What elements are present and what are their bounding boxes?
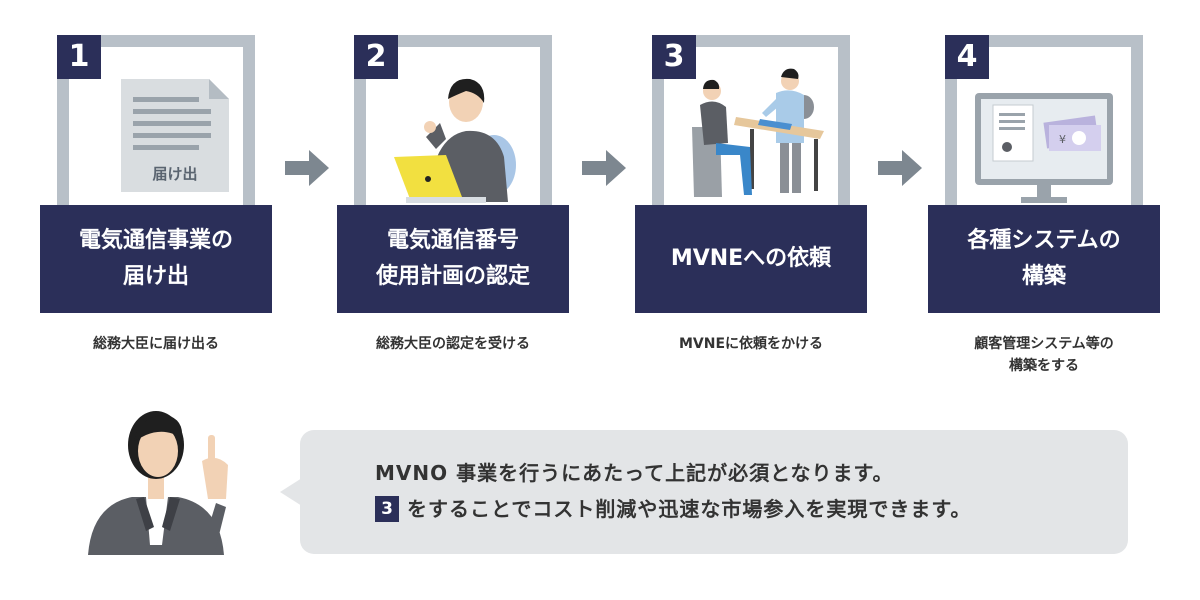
speech-bubble	[300, 430, 1128, 554]
step-title: 各種システムの構築	[928, 205, 1160, 313]
speech-bubble-tail	[280, 478, 302, 506]
monitor-system-icon: ¥	[975, 93, 1113, 203]
document-icon: 届け出	[121, 79, 229, 192]
step-title: MVNEへの依頼	[635, 205, 867, 313]
arrow-right-icon	[582, 150, 626, 186]
step-description: 総務大臣の認定を受ける	[376, 336, 530, 352]
meeting-icon	[692, 68, 824, 197]
step-title: 電気通信番号使用計画の認定	[337, 205, 569, 313]
step-title: 電気通信事業の届け出	[40, 205, 272, 313]
step-number: 3	[652, 35, 696, 79]
step-description: MVNEに依頼をかける	[678, 336, 824, 352]
step-number: 1	[57, 35, 101, 79]
step-3-badge: 3	[375, 496, 399, 522]
arrow-right-icon	[878, 150, 922, 186]
person-laptop-icon	[394, 78, 516, 203]
step-description: 総務大臣に届け出る	[93, 336, 219, 352]
step-description: 顧客管理システム等の 構築をする	[974, 336, 1114, 374]
note-line-1: MVNO 事業を行うにあたって上記が必須となります。	[375, 461, 894, 485]
step-number: 2	[354, 35, 398, 79]
document-label: 届け出	[152, 165, 197, 183]
svg-text:¥: ¥	[1059, 133, 1066, 146]
presenter-woman-icon	[88, 411, 228, 555]
arrow-right-icon	[285, 150, 329, 186]
step-number: 4	[945, 35, 989, 79]
